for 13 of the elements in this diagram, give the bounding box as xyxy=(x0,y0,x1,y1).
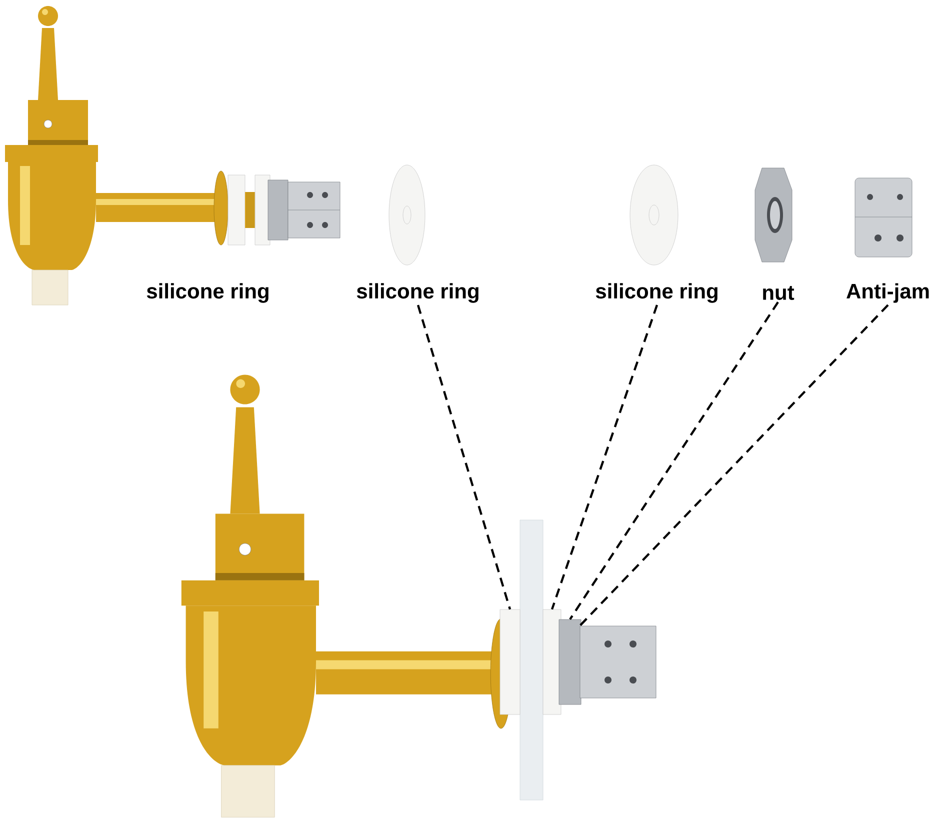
washer-drawing xyxy=(542,609,562,715)
part-label: nut xyxy=(763,286,794,300)
washer-drawing xyxy=(500,609,520,715)
leader-line xyxy=(550,304,658,610)
part-label: silicone ring xyxy=(596,283,718,303)
part-label: Anti-jam xyxy=(846,283,929,303)
nut-drawing xyxy=(558,619,582,705)
leader-line xyxy=(569,302,779,620)
part-label: silicone ring xyxy=(146,283,268,303)
leader-line xyxy=(416,304,512,610)
leader-line xyxy=(579,304,889,627)
part-label: silicone ring xyxy=(356,283,478,303)
cap-nut-drawing xyxy=(580,626,656,698)
